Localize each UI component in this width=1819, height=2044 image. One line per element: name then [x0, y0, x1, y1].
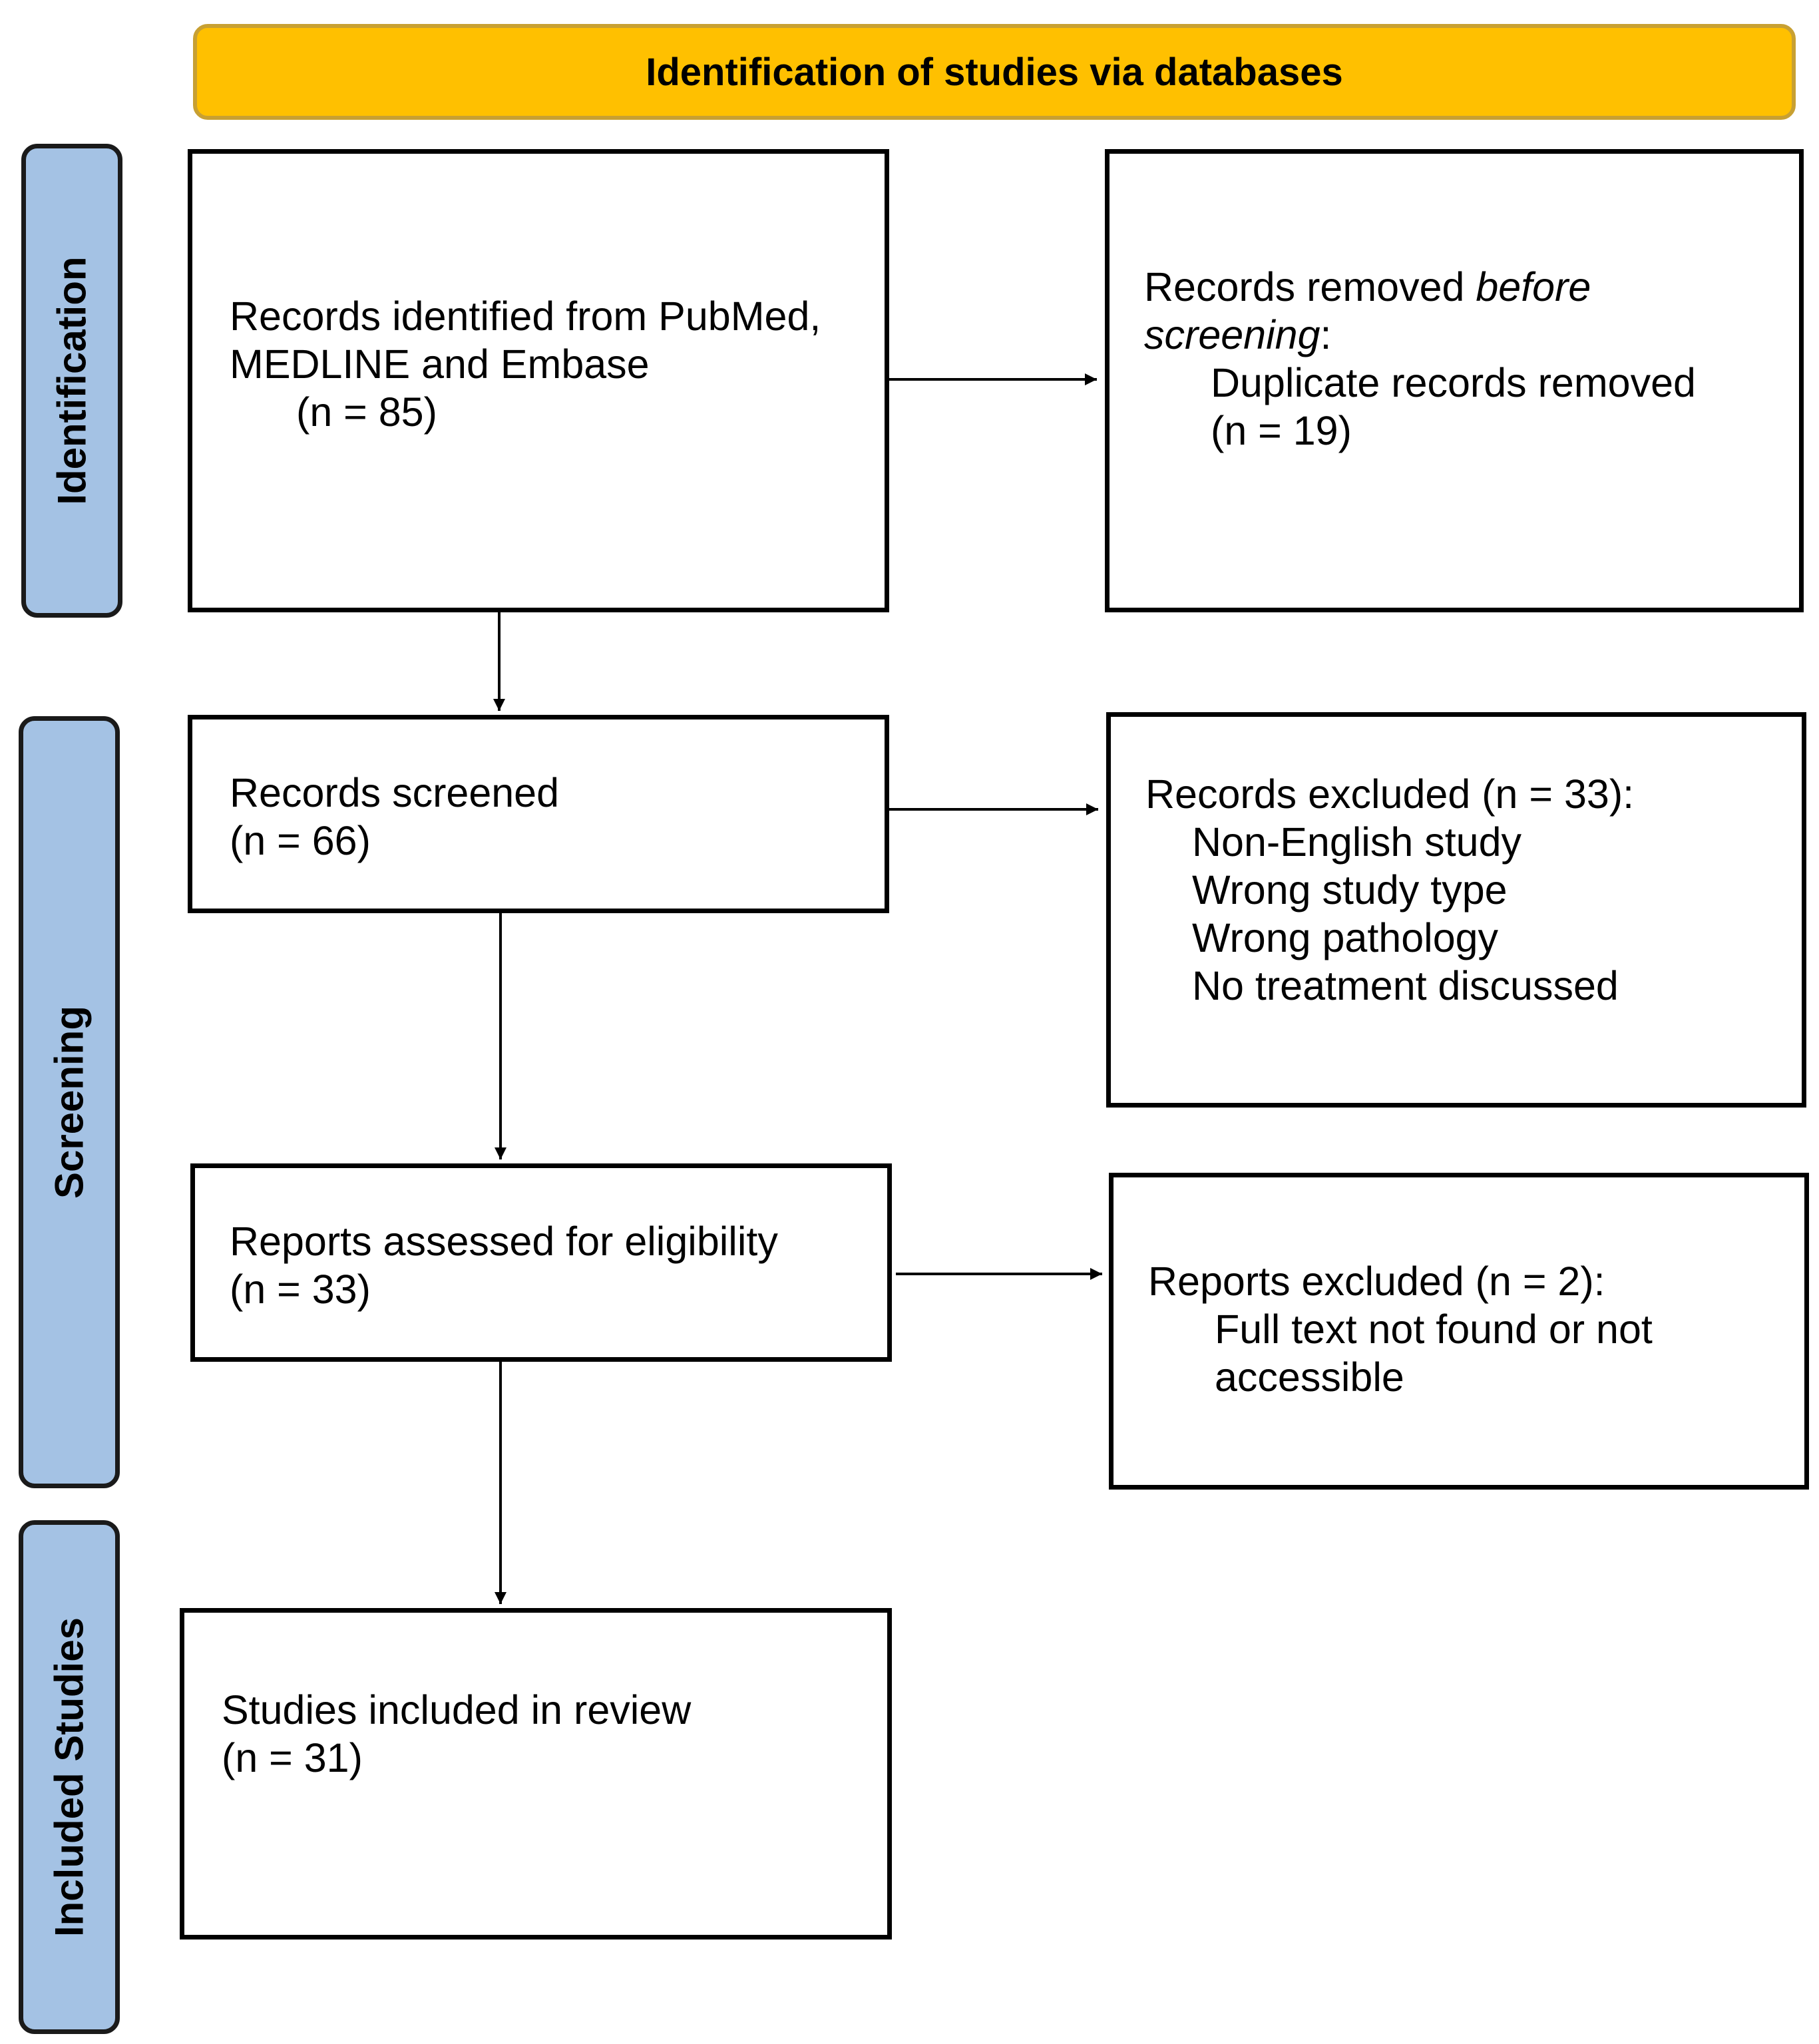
reports-excluded-reason: Full text not found or not: [1215, 1307, 1653, 1352]
reports-excluded-box: Reports excluded (n = 2): Full text not …: [1109, 1173, 1809, 1490]
records-identified-line1: Records identified from PubMed,: [230, 294, 821, 339]
header-title: Identification of studies via databases: [646, 50, 1343, 94]
records-removed-before: before: [1476, 264, 1591, 309]
records-removed-colon: :: [1320, 312, 1332, 357]
records-screened-count: (n = 66): [230, 818, 371, 863]
records-identified-count: (n = 85): [296, 389, 437, 435]
header-banner: Identification of studies via databases: [193, 24, 1796, 120]
phase-included: Included Studies: [19, 1520, 120, 2034]
studies-included-count: (n = 31): [222, 1735, 363, 1780]
records-excluded-label: Records excluded (n = 33):: [1145, 771, 1635, 817]
phase-screening: Screening: [19, 716, 120, 1488]
records-screened-box: Records screened (n = 66): [188, 715, 889, 913]
reports-excluded-reason-cont: accessible: [1215, 1354, 1404, 1400]
records-removed-heading: Records removed before: [1144, 263, 1696, 311]
records-removed-box: Records removed before screening: Duplic…: [1105, 149, 1804, 612]
phase-identification: Identification: [21, 144, 122, 618]
exclusion-reason: Non-English study: [1192, 819, 1522, 865]
reports-assessed-label: Reports assessed for eligibility: [230, 1219, 778, 1264]
records-removed-screening: screening: [1144, 312, 1320, 357]
exclusion-reason: No treatment discussed: [1192, 963, 1619, 1008]
reports-assessed-count: (n = 33): [230, 1267, 371, 1312]
exclusion-reason: Wrong pathology: [1192, 915, 1499, 960]
records-identified-box: Records identified from PubMed, MEDLINE …: [188, 149, 889, 612]
records-excluded-box: Records excluded (n = 33): Non-English s…: [1106, 712, 1806, 1108]
exclusion-reason: Wrong study type: [1192, 867, 1508, 913]
reports-excluded-label: Reports excluded (n = 2):: [1148, 1259, 1605, 1304]
records-removed-heading2: screening:: [1144, 311, 1696, 359]
studies-included-box: Studies included in review (n = 31): [180, 1608, 892, 1940]
records-removed-item: Duplicate records removed: [1211, 360, 1696, 405]
records-removed-count: (n = 19): [1211, 408, 1352, 453]
records-screened-label: Records screened: [230, 770, 560, 815]
records-removed-prefix: Records removed: [1144, 264, 1476, 309]
reports-assessed-box: Reports assessed for eligibility (n = 33…: [190, 1163, 892, 1362]
studies-included-label: Studies included in review: [222, 1687, 692, 1733]
records-identified-line2: MEDLINE and Embase: [230, 341, 650, 387]
